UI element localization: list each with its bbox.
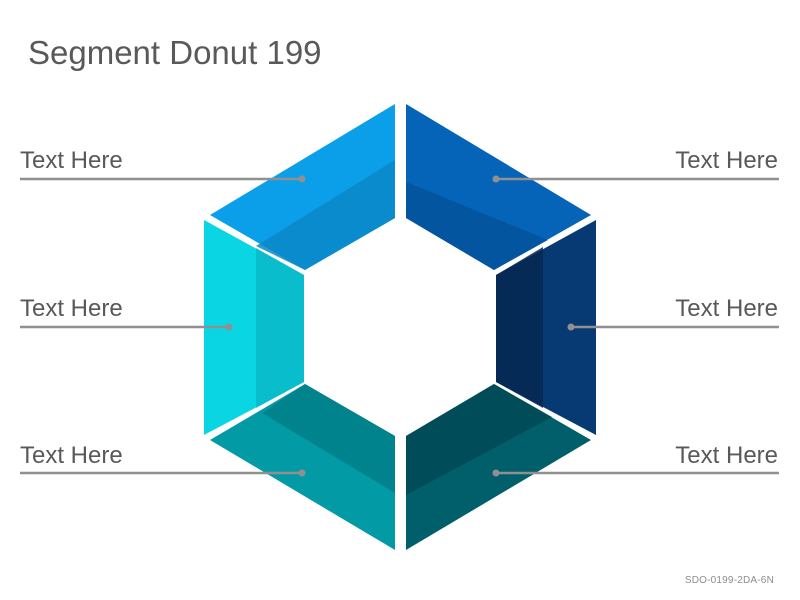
page-title: Segment Donut 199: [28, 34, 322, 71]
segment-label-middle-left: Text Here: [20, 295, 123, 322]
segment-top-left-leader-dot: [298, 175, 306, 183]
segment-middle-right-leader-dot: [567, 323, 575, 331]
segment-bottom-left-shade: [262, 384, 395, 493]
footer-code: SDO-0199-2DA-6N: [684, 575, 774, 586]
segment-bottom-left-leader-dot: [298, 469, 306, 477]
segment-bottom-right-leader-dot: [492, 469, 500, 477]
segment-top-right-shade: [406, 182, 548, 270]
segment-top-left-shade: [256, 160, 395, 270]
segment-middle-left-leader-dot: [225, 323, 233, 331]
segment-middle-left-shade: [256, 248, 304, 408]
segment-top-right-leader-dot: [492, 175, 500, 183]
segment-label-top-right: Text Here: [675, 147, 778, 174]
segment-label-bottom-left: Text Here: [20, 442, 123, 469]
segment-label-bottom-right: Text Here: [675, 442, 778, 469]
segment-bottom-right-shade: [406, 384, 552, 495]
segment-label-middle-right: Text Here: [675, 295, 778, 322]
segment-middle-right-shade: [496, 247, 543, 408]
segment-label-top-left: Text Here: [20, 147, 123, 174]
